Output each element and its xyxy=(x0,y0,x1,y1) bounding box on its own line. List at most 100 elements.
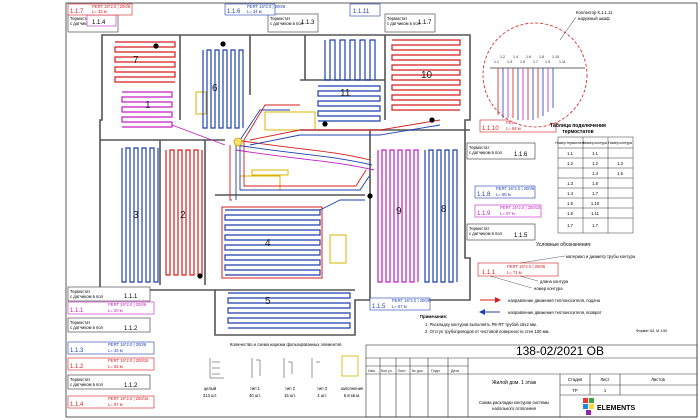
svg-text:1.3: 1.3 xyxy=(567,181,573,186)
svg-text:1.4: 1.4 xyxy=(592,171,598,176)
svg-text:ELEMENTS: ELEMENTS xyxy=(597,405,635,412)
svg-text:L= 53 м: L= 53 м xyxy=(108,364,123,369)
svg-text:1.7: 1.7 xyxy=(567,223,573,228)
thermostat-box: Термостат с датчиком в пол 1.1.7 xyxy=(384,13,436,33)
circuit-tag: 1.1.8 PERT 16*2.0 | 200/6 L= 55 м xyxy=(474,185,536,199)
svg-text:1.4: 1.4 xyxy=(513,55,518,59)
svg-text:L= 57 м: L= 57 м xyxy=(500,211,515,216)
circuit-2 xyxy=(165,149,203,276)
svg-text:Подп.: Подп. xyxy=(431,369,441,373)
circuit-11 xyxy=(317,39,381,122)
svg-text:1.1.2: 1.1.2 xyxy=(70,364,84,370)
svg-text:Коллектор К.1.1.11: Коллектор К.1.1.11 xyxy=(576,10,613,15)
room-number: 9 xyxy=(396,206,402,217)
svg-text:PERT 16*2.0 | 200/6: PERT 16*2.0 | 200/6 xyxy=(507,264,546,269)
svg-text:L= 32 м: L= 32 м xyxy=(92,9,107,14)
circuit-9 xyxy=(377,149,419,283)
svg-text:L= 20 м: L= 20 м xyxy=(108,308,123,313)
svg-text:1.8: 1.8 xyxy=(539,55,544,59)
thermostat-box: Термостат с датчиком в пол 1.1.2 xyxy=(67,317,151,333)
room-number: 1 xyxy=(145,100,151,111)
svg-text:PERT 16*2.0 | 200/15: PERT 16*2.0 | 200/15 xyxy=(108,358,149,363)
room-number: 7 xyxy=(133,55,139,66)
notes: Примечания: 1. Раскладку контуров выполн… xyxy=(420,314,667,334)
svg-text:1.5: 1.5 xyxy=(617,171,623,176)
svg-text:1.1.7: 1.1.7 xyxy=(70,9,84,15)
svg-text:PERT 16*2.0 | 200/6: PERT 16*2.0 | 200/6 xyxy=(108,342,147,347)
svg-text:тип 3: тип 3 xyxy=(317,386,328,391)
svg-text:1.1.5: 1.1.5 xyxy=(372,304,386,310)
svg-text:Лист: Лист xyxy=(600,377,609,382)
svg-text:1.1.4: 1.1.4 xyxy=(70,402,84,408)
svg-text:Термостат: Термостат xyxy=(70,289,90,294)
room-number: 3 xyxy=(133,210,139,221)
room-number: 8 xyxy=(441,204,447,215)
svg-text:1.1.3: 1.1.3 xyxy=(301,20,315,26)
manifold-node xyxy=(233,137,243,147)
svg-text:1.1.6: 1.1.6 xyxy=(227,9,241,15)
room-number: 6 xyxy=(212,83,218,94)
svg-text:с датчиком в пол: с датчиком в пол xyxy=(70,325,104,330)
circuit-4-red xyxy=(221,206,323,279)
svg-text:Номер контура: Номер контура xyxy=(608,141,632,145)
svg-text:1.1.7: 1.1.7 xyxy=(418,20,432,26)
svg-text:Листов: Листов xyxy=(651,377,665,382)
svg-text:1.7: 1.7 xyxy=(592,191,598,196)
svg-text:L= 57 м: L= 57 м xyxy=(392,304,407,309)
svg-text:наружный шкаф: наружный шкаф xyxy=(578,16,610,21)
svg-text:1.1.3: 1.1.3 xyxy=(70,348,84,354)
svg-text:направление движения теплоноси: направление движения теплоносителя, пода… xyxy=(508,298,601,303)
svg-text:1.1.2: 1.1.2 xyxy=(124,326,138,332)
svg-text:1.9: 1.9 xyxy=(545,60,550,64)
svg-text:Термостат: Термостат xyxy=(469,145,489,150)
room-number: 11 xyxy=(340,88,351,99)
svg-text:Таблица подключения: Таблица подключения xyxy=(550,122,606,129)
svg-text:1.5: 1.5 xyxy=(567,201,573,206)
drawing-number: 138-02/2021 ОВ xyxy=(516,344,604,358)
fittings-schedule: Количество и схема нарезки фольгированны… xyxy=(203,342,364,398)
svg-text:Дата: Дата xyxy=(451,369,459,373)
svg-text:тип 2: тип 2 xyxy=(285,386,296,391)
room-number: 10 xyxy=(421,70,433,81)
svg-text:1.2: 1.2 xyxy=(567,161,573,166)
svg-text:Термостат: Термостат xyxy=(70,320,90,325)
svg-text:PERT 16*2.0 | 200/16: PERT 16*2.0 | 200/16 xyxy=(108,396,149,401)
svg-text:PERT 16*2.0 | 200/6: PERT 16*2.0 | 200/6 xyxy=(496,186,535,191)
svg-text:1: 1 xyxy=(604,388,607,393)
circuit-6 xyxy=(202,49,244,129)
svg-text:Условные обозначения:: Условные обозначения: xyxy=(536,242,591,248)
svg-text:1.11: 1.11 xyxy=(591,211,600,216)
svg-text:1.1.9: 1.1.9 xyxy=(477,211,491,217)
svg-text:PERT 16*2.0 | 200/6: PERT 16*2.0 | 200/6 xyxy=(92,4,131,9)
svg-text:Количество и схема нарезки фол: Количество и схема нарезки фольгированны… xyxy=(230,342,342,347)
svg-text:номер контура: номер контура xyxy=(534,286,563,291)
svg-text:1.1: 1.1 xyxy=(567,151,573,156)
svg-text:термостатов: термостатов xyxy=(562,129,593,135)
svg-text:L= 34 м: L= 34 м xyxy=(247,9,262,14)
svg-text:40 шт.: 40 шт. xyxy=(249,393,261,398)
circuit-tag: 1.1.7 PERT 16*2.0 | 200/6 L= 32 м xyxy=(67,3,133,16)
svg-text:1.11: 1.11 xyxy=(559,60,566,64)
thermostat-box: 1.1.11 xyxy=(349,3,381,17)
svg-text:1.6: 1.6 xyxy=(567,211,573,216)
svg-text:2. Отступ трубопроводов от чис: 2. Отступ трубопроводов от чистовой пове… xyxy=(425,329,550,334)
svg-text:1.5: 1.5 xyxy=(520,60,525,64)
svg-text:PERT 16*2.0 | 200/6: PERT 16*2.0 | 200/6 xyxy=(108,302,147,307)
svg-text:Лист: Лист xyxy=(398,369,406,373)
room-number: 5 xyxy=(265,296,271,307)
thermostat-box: Термостат с датчиком в пол 1.1.3 xyxy=(267,13,319,33)
supply-trunk xyxy=(229,104,441,211)
svg-text:Кол.уч.: Кол.уч. xyxy=(381,369,393,373)
room-number: 4 xyxy=(265,238,271,249)
room-number: 2 xyxy=(180,210,186,221)
svg-text:с датчиком в пол: с датчиком в пол xyxy=(387,21,421,26)
svg-text:направление движения теплоноси: направление движения теплоносителя, возв… xyxy=(508,310,601,315)
svg-text:L= 55 м: L= 55 м xyxy=(496,192,511,197)
svg-text:1.2: 1.2 xyxy=(592,161,598,166)
svg-text:4 шт.: 4 шт. xyxy=(317,393,326,398)
svg-text:ТР: ТР xyxy=(572,388,578,393)
room-numbers: 1 2 3 4 5 6 7 8 9 10 11 xyxy=(133,55,447,307)
svg-text:с датчиком в пол: с датчиком в пол xyxy=(469,231,503,236)
svg-text:Термостат: Термостат xyxy=(387,16,407,21)
svg-text:1.1.5: 1.1.5 xyxy=(514,233,528,239)
